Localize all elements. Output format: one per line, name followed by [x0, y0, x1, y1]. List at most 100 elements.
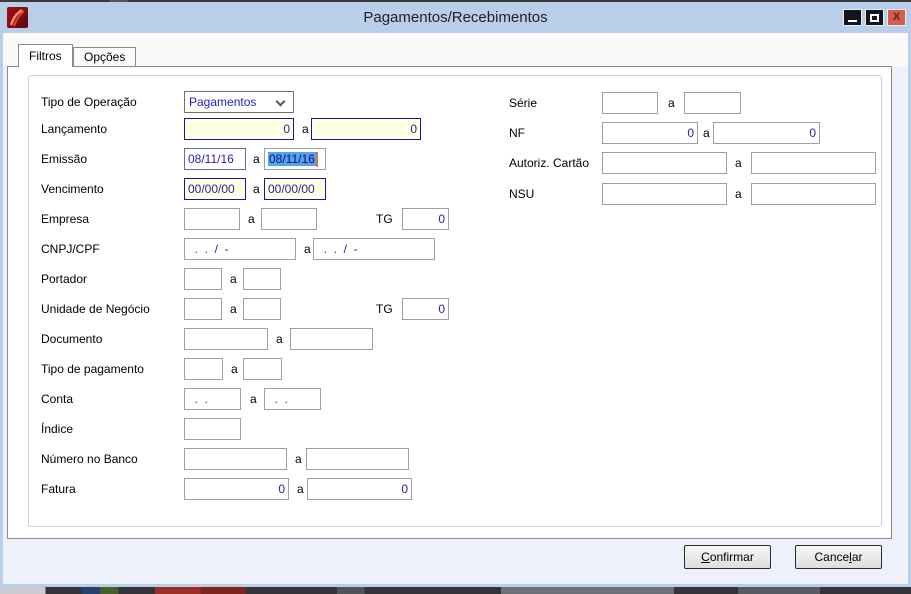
documento-to-field[interactable] — [290, 328, 373, 350]
tipo-de-operacao-select[interactable]: Pagamentos — [184, 91, 294, 113]
nsu-label: NSU — [509, 187, 535, 201]
lancamento-label: Lançamento — [41, 122, 108, 136]
portador-to-field[interactable] — [243, 268, 281, 290]
documento-from-field[interactable] — [184, 328, 268, 350]
numero-banco-from-field[interactable] — [184, 448, 287, 470]
row-portador: Portador a — [29, 268, 881, 290]
tipo-pagamento-from-field[interactable] — [184, 358, 223, 380]
row-lancamento: Lançamento 0 a 0 — [29, 118, 881, 140]
emissao-from-field[interactable]: 08/11/16 — [184, 148, 246, 170]
desktop-edge-top — [0, 0, 911, 2]
row-autoriz-cartao: Autoriz. Cartão a — [29, 152, 881, 174]
row-tipo-de-operacao: Tipo de Operação Pagamentos — [29, 91, 881, 113]
tipo-de-operacao-label: Tipo de Operação — [41, 95, 137, 109]
range-separator: a — [248, 212, 255, 226]
unidade-negocio-to-field[interactable] — [243, 298, 281, 320]
maximize-icon — [870, 13, 879, 22]
tab-filtros[interactable]: Filtros — [18, 44, 73, 67]
range-separator: a — [735, 187, 742, 201]
fatura-from-field[interactable]: 0 — [184, 478, 289, 500]
minimize-icon — [848, 19, 857, 22]
tipo-pagamento-label: Tipo de pagamento — [41, 362, 144, 376]
portador-from-field[interactable] — [184, 268, 222, 290]
row-nsu: NSU a — [29, 183, 881, 205]
range-separator: a — [231, 362, 238, 376]
tipo-pagamento-to-field[interactable] — [243, 358, 282, 380]
empresa-tg-field[interactable]: 0 — [402, 208, 449, 230]
empresa-to-field[interactable] — [261, 208, 317, 230]
unidade-negocio-tg-label: TG — [376, 302, 393, 316]
unidade-negocio-tg-field[interactable]: 0 — [402, 298, 449, 320]
vencimento-from-field[interactable]: 00/00/00 — [184, 178, 246, 200]
range-separator: a — [302, 122, 309, 136]
tab-opcoes[interactable]: Opções — [73, 47, 137, 66]
close-button[interactable]: X — [887, 9, 906, 26]
vencimento-to-field[interactable]: 00/00/00 — [264, 178, 326, 200]
row-serie: Série a — [29, 92, 881, 114]
autoriz-cartao-from-field[interactable] — [602, 152, 727, 174]
nf-label: NF — [509, 126, 525, 140]
filtros-tab-panel: Tipo de Operação Pagamentos Lançamento 0… — [7, 66, 892, 539]
nsu-to-field[interactable] — [751, 183, 876, 205]
cnpj-cpf-to-field[interactable]: . . / - — [313, 238, 435, 260]
fatura-to-field[interactable]: 0 — [307, 478, 412, 500]
nsu-from-field[interactable] — [602, 183, 727, 205]
serie-to-field[interactable] — [684, 92, 741, 114]
titlebar[interactable]: Pagamentos/Recebimentos X — [3, 5, 908, 33]
conta-to-field[interactable]: . . — [264, 388, 321, 410]
indice-label: Índice — [41, 422, 74, 436]
row-tipo-pagamento: Tipo de pagamento a — [29, 358, 881, 380]
row-cnpj-cpf: CNPJ/CPF . . / - a . . / - — [29, 238, 881, 260]
conta-from-field[interactable]: . . — [184, 388, 241, 410]
vencimento-label: Vencimento — [41, 182, 104, 196]
cancel-button[interactable]: Cancelar — [795, 545, 882, 569]
conta-label: Conta — [41, 392, 74, 406]
range-separator: a — [297, 482, 304, 496]
serie-from-field[interactable] — [602, 92, 658, 114]
close-icon: X — [892, 11, 901, 23]
fatura-label: Fatura — [41, 482, 76, 496]
range-separator: a — [668, 96, 675, 110]
window-title: Pagamentos/Recebimentos — [363, 9, 548, 26]
minimize-button[interactable] — [843, 9, 862, 26]
emissao-to-field[interactable]: 08/11/16 — [264, 148, 326, 170]
filters-groupbox: Tipo de Operação Pagamentos Lançamento 0… — [28, 75, 882, 527]
cnpj-cpf-label: CNPJ/CPF — [41, 242, 100, 256]
row-empresa: Empresa a TG 0 — [29, 208, 881, 230]
range-separator: a — [253, 182, 260, 196]
lancamento-to-field[interactable]: 0 — [311, 118, 421, 140]
row-vencimento: Vencimento 00/00/00 a 00/00/00 — [29, 178, 881, 200]
desktop-edge-bottom — [0, 587, 911, 594]
cnpj-cpf-from-field[interactable]: . . / - — [184, 238, 296, 260]
dialog-button-bar: Confirmar Cancelar — [3, 545, 908, 575]
unidade-negocio-from-field[interactable] — [184, 298, 222, 320]
window-controls: X — [843, 9, 906, 26]
nf-to-field[interactable]: 0 — [713, 122, 820, 144]
range-separator: a — [230, 272, 237, 286]
portador-label: Portador — [41, 272, 88, 286]
maximize-button[interactable] — [865, 9, 884, 26]
lancamento-from-field[interactable]: 0 — [184, 118, 294, 140]
row-indice: Índice — [29, 418, 881, 440]
documento-label: Documento — [41, 332, 103, 346]
row-conta: Conta . . a . . — [29, 388, 881, 410]
range-separator: a — [276, 332, 283, 346]
autoriz-cartao-to-field[interactable] — [751, 152, 876, 174]
autoriz-cartao-label: Autoriz. Cartão — [509, 156, 590, 170]
empresa-from-field[interactable] — [184, 208, 240, 230]
nf-from-field[interactable]: 0 — [602, 122, 698, 144]
numero-banco-to-field[interactable] — [306, 448, 409, 470]
empresa-tg-label: TG — [376, 212, 393, 226]
emissao-label: Emissão — [41, 152, 88, 166]
app-logo-icon — [6, 6, 30, 30]
confirm-button[interactable]: Confirmar — [684, 545, 771, 569]
row-emissao: Emissão 08/11/16 a 08/11/16 — [29, 148, 881, 170]
empresa-label: Empresa — [41, 212, 90, 226]
numero-banco-label: Número no Banco — [41, 452, 138, 466]
row-numero-banco: Número no Banco a — [29, 448, 881, 470]
row-documento: Documento a — [29, 328, 881, 350]
tab-strip-background — [3, 33, 908, 66]
range-separator: a — [304, 242, 311, 256]
indice-field[interactable] — [184, 418, 241, 440]
range-separator: a — [230, 302, 237, 316]
